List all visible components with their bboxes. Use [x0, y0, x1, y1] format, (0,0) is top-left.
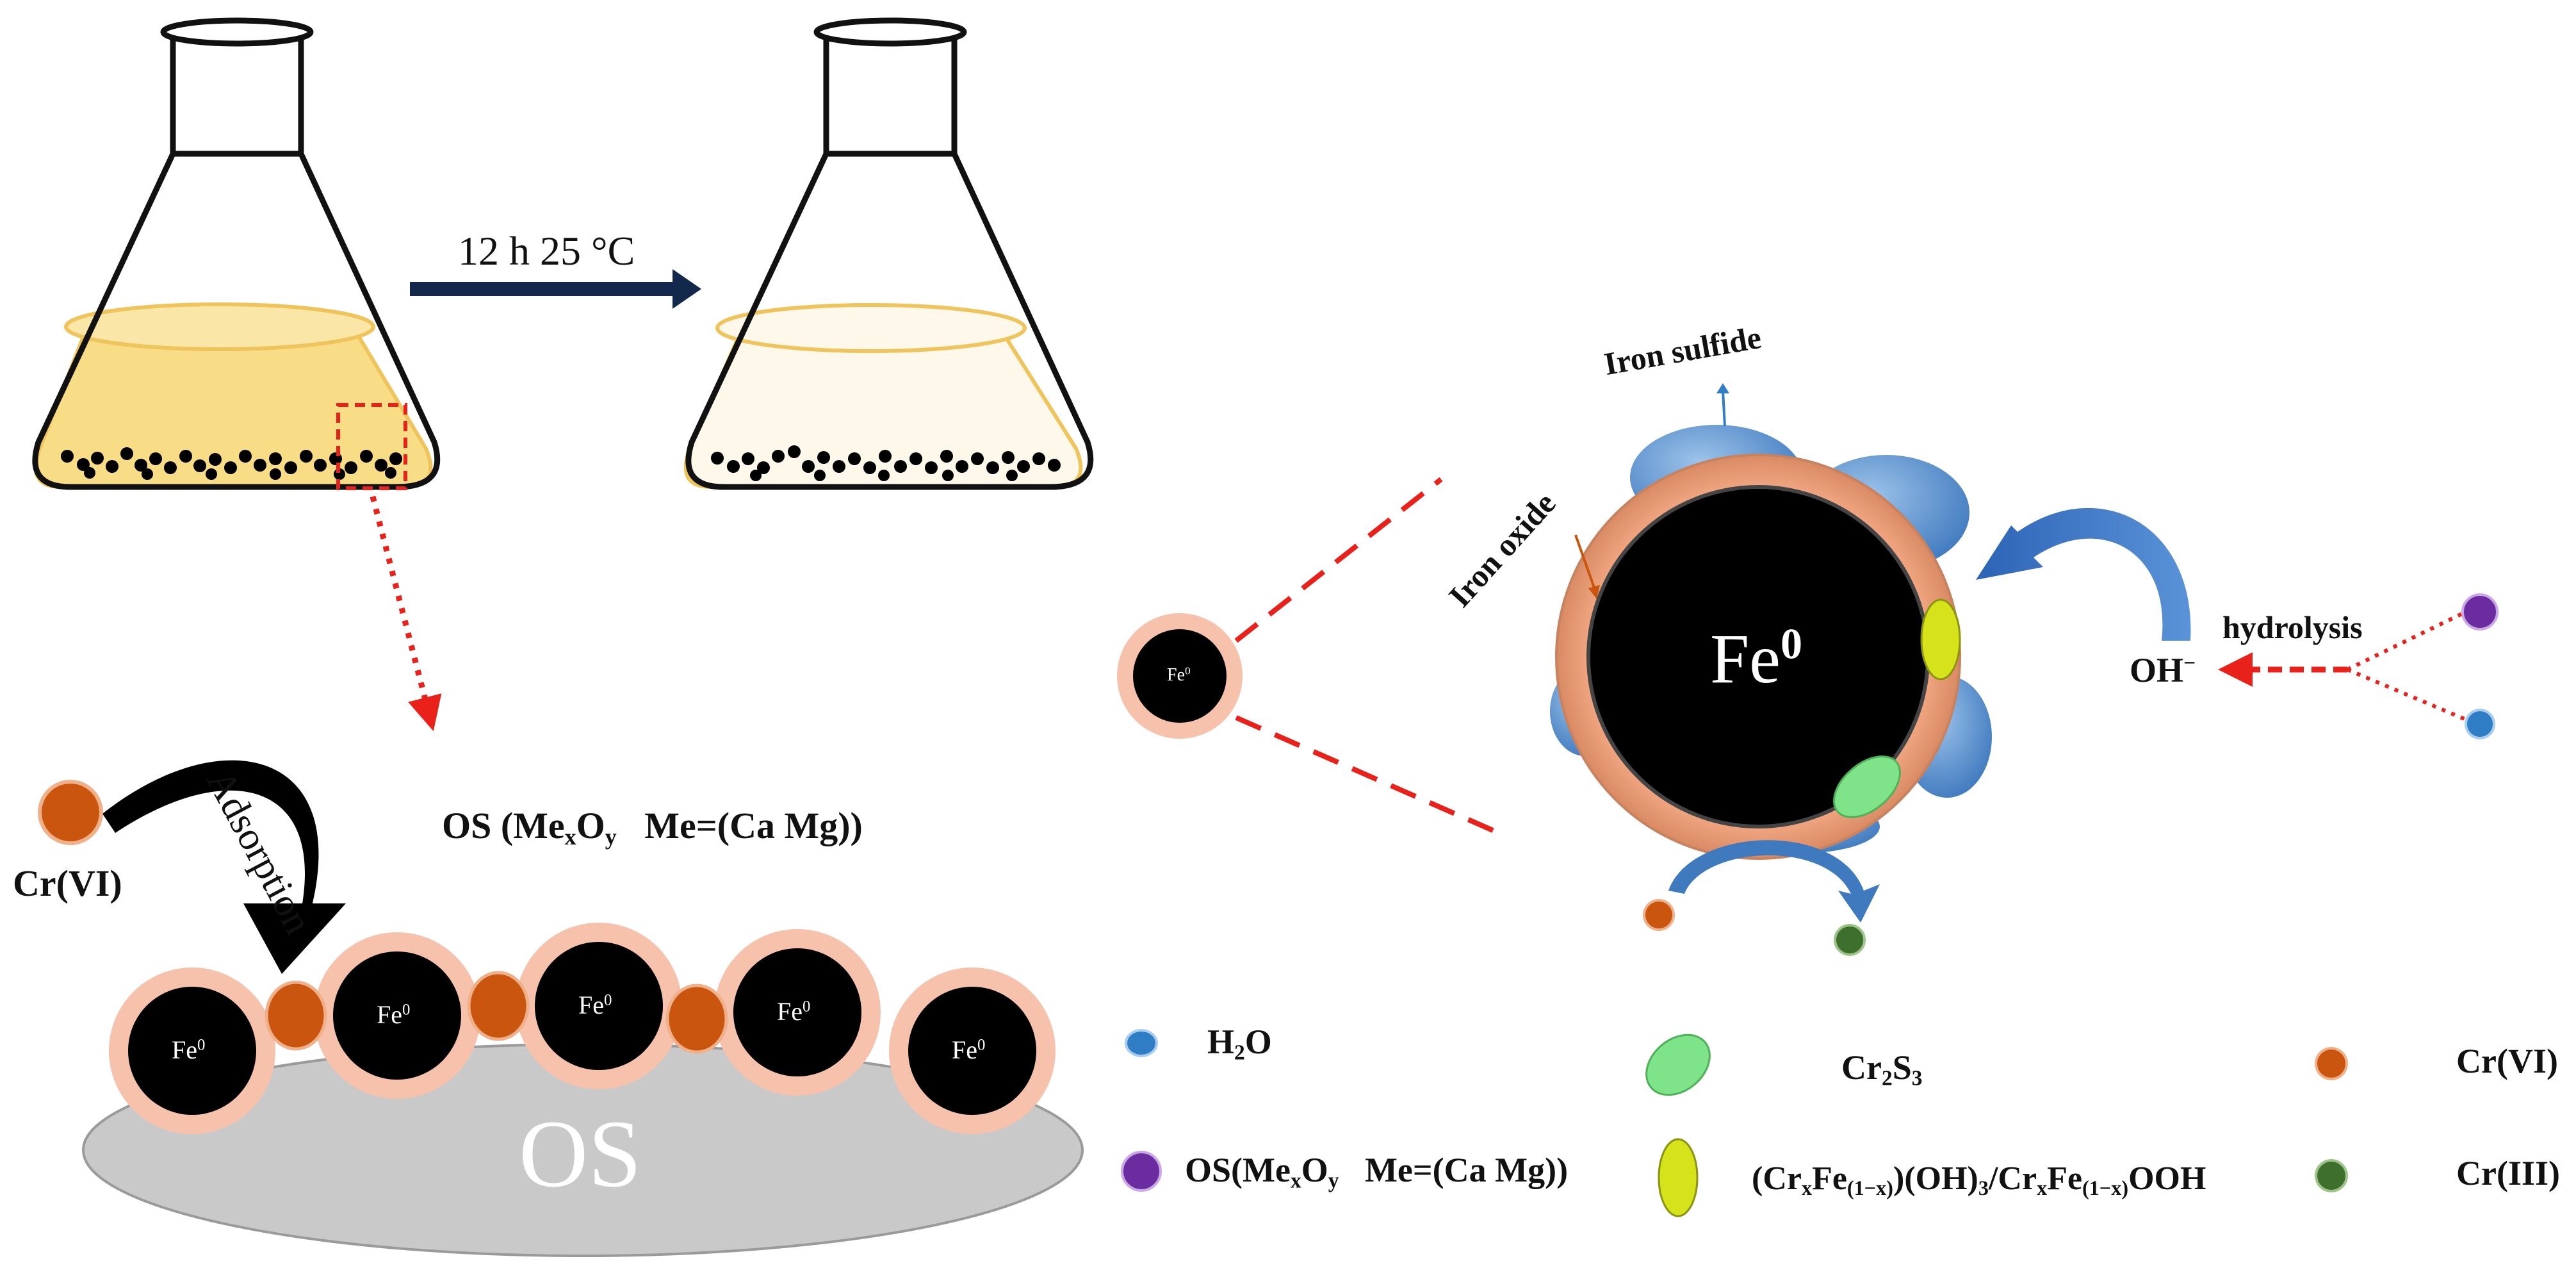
cr6-ions-between-particles	[265, 971, 728, 1054]
hydrolysis-line-down	[2346, 668, 2470, 723]
oh-arrow	[1976, 507, 2191, 641]
process-arrow	[410, 269, 701, 309]
reduction-arrow	[1668, 840, 1880, 923]
zoom-line-bottom	[1235, 715, 1500, 836]
legend-cr2s3: Cr2S3	[1841, 1048, 1923, 1091]
hydroxide-deposit	[1920, 598, 1961, 680]
flask-left-particles	[61, 447, 402, 480]
legend-h2o: H2O	[1207, 1023, 1272, 1065]
particle-label-3: Fe0	[578, 991, 612, 1019]
hydroxide-ion-label: OH−	[2130, 651, 2196, 689]
legend-hydroxide: (CrxFe(1−x))(OH)3/CrxFe(1−x)OOH	[1752, 1160, 2206, 1200]
os-support-label: OS	[519, 1101, 642, 1207]
legend-cr3: Cr(III)	[2456, 1154, 2560, 1192]
os-ion-hydrolysis	[2461, 593, 2499, 630]
particle-label-5: Fe0	[952, 1035, 986, 1064]
flask-left-surface	[64, 302, 375, 351]
water-ion-hydrolysis	[2465, 709, 2495, 739]
flask-right-surface	[715, 303, 1027, 353]
particle-label-4: Fe0	[777, 997, 811, 1026]
flask-right-particles	[711, 445, 1061, 481]
flask-right	[683, 17, 1094, 490]
iron-oxide-pointer	[1574, 534, 1596, 590]
small-particle-label: Fe0	[1167, 664, 1191, 685]
cr2s3-deposit	[1833, 755, 1901, 818]
cr6-ion-adsorbing	[38, 780, 103, 845]
particle-label-2: Fe0	[377, 1000, 411, 1029]
iron-sulfide-pointer	[1722, 390, 1726, 427]
hydrolysis-label: hydrolysis	[2222, 609, 2363, 645]
big-particle-label: Fe0	[1710, 619, 1803, 698]
legend-cr6: Cr(VI)	[2456, 1042, 2558, 1080]
cr3-ion-product	[1834, 924, 1866, 956]
big-fe0-particle	[1550, 425, 1992, 860]
cr6-ion-product	[1643, 899, 1675, 931]
legend-os: OS(MexOy Me=(Ca Mg))	[1185, 1151, 1569, 1193]
adsorption-arrow	[102, 760, 319, 926]
particle-label-1: Fe0	[172, 1035, 206, 1064]
flask-left	[32, 17, 441, 490]
legend-symbols	[1121, 1029, 2348, 1217]
zoom-box	[336, 403, 407, 490]
zoom-arrow	[370, 495, 442, 732]
hydrolysis-line-up	[2346, 610, 2467, 671]
zoom-line-top	[1234, 477, 1443, 643]
small-fe0-particle	[1117, 613, 1243, 739]
os-formula-label: OS (MexOy Me=(Ca Mg))	[442, 805, 863, 850]
cr6-label: Cr(VI)	[13, 862, 122, 904]
process-conditions-label: 12 h 25 °C	[458, 228, 635, 274]
fe0-particle-row	[109, 923, 1056, 1134]
